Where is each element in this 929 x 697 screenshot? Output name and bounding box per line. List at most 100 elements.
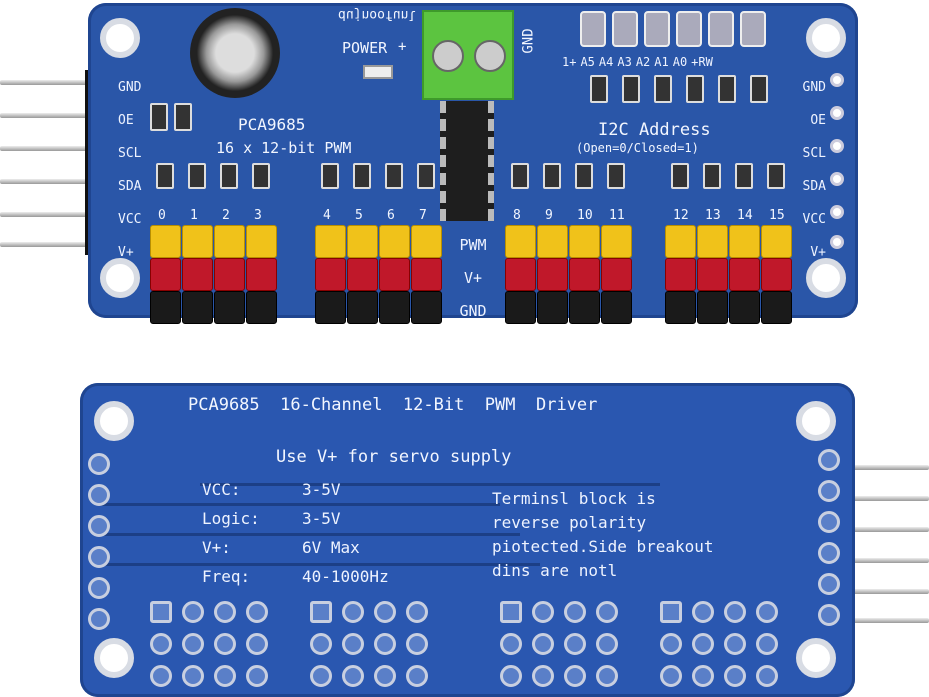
mount-hole bbox=[94, 638, 134, 678]
channel-3-vplus-pin[interactable] bbox=[246, 258, 277, 291]
channel-3-gnd-pin[interactable] bbox=[246, 291, 277, 324]
resistor bbox=[174, 103, 192, 131]
row-labels: PWM V+ GND bbox=[450, 229, 496, 328]
channel-number: 14 bbox=[737, 208, 753, 223]
servo-pad bbox=[246, 633, 268, 655]
channel-12-pwm-pin[interactable] bbox=[665, 225, 696, 258]
channel-12-vplus-pin[interactable] bbox=[665, 258, 696, 291]
top-pcb: dujnoofunl POWER + GND PCA9685 16 x 12-b… bbox=[88, 3, 858, 324]
channel-8-pwm-pin[interactable] bbox=[505, 225, 536, 258]
channel-1-gnd-pin[interactable] bbox=[182, 291, 213, 324]
channel-11-pwm-pin[interactable] bbox=[601, 225, 632, 258]
chip-desc: 16 x 12-bit PWM bbox=[216, 139, 352, 157]
pin-label: SCL bbox=[802, 146, 826, 161]
servo-pad bbox=[406, 601, 428, 623]
channel-7-pwm-pin[interactable] bbox=[411, 225, 442, 258]
channel-8-gnd-pin[interactable] bbox=[505, 291, 536, 324]
channel-3-pwm-pin[interactable] bbox=[246, 225, 277, 258]
resistor bbox=[735, 163, 753, 189]
channel-number: 0 bbox=[158, 208, 166, 223]
channel-14-gnd-pin[interactable] bbox=[729, 291, 760, 324]
mount-hole bbox=[806, 18, 846, 58]
pin-label: OE bbox=[810, 113, 826, 128]
channel-number: 7 bbox=[419, 208, 427, 223]
channel-2-vplus-pin[interactable] bbox=[214, 258, 245, 291]
servo-pad bbox=[756, 665, 778, 687]
channel-15-vplus-pin[interactable] bbox=[761, 258, 792, 291]
address-jumper[interactable] bbox=[612, 11, 638, 47]
channel-12-gnd-pin[interactable] bbox=[665, 291, 696, 324]
notice-line: piotected.Side breakout bbox=[492, 537, 714, 556]
servo-pad bbox=[374, 665, 396, 687]
channel-11-vplus-pin[interactable] bbox=[601, 258, 632, 291]
channel-6-pwm-pin[interactable] bbox=[379, 225, 410, 258]
address-jumper[interactable] bbox=[676, 11, 702, 47]
channel-8-vplus-pin[interactable] bbox=[505, 258, 536, 291]
resistor bbox=[417, 163, 435, 189]
channel-10-gnd-pin[interactable] bbox=[569, 291, 600, 324]
channel-4-vplus-pin[interactable] bbox=[315, 258, 346, 291]
breakout-pad bbox=[830, 139, 844, 153]
channel-14-pwm-pin[interactable] bbox=[729, 225, 760, 258]
address-label: A4 bbox=[598, 55, 614, 69]
channel-0-pwm-pin[interactable] bbox=[150, 225, 181, 258]
channel-13-gnd-pin[interactable] bbox=[697, 291, 728, 324]
channel-10-vplus-pin[interactable] bbox=[569, 258, 600, 291]
channel-number: 11 bbox=[609, 208, 625, 223]
servo-pad bbox=[692, 601, 714, 623]
capacitor bbox=[190, 8, 280, 98]
channel-7-gnd-pin[interactable] bbox=[411, 291, 442, 324]
header-pin bbox=[840, 527, 929, 532]
spec-label: V+: bbox=[202, 538, 231, 557]
channel-5-gnd-pin[interactable] bbox=[347, 291, 378, 324]
channel-14-vplus-pin[interactable] bbox=[729, 258, 760, 291]
channel-9-gnd-pin[interactable] bbox=[537, 291, 568, 324]
channel-11-gnd-pin[interactable] bbox=[601, 291, 632, 324]
right-pin-labels: GND OE SCL SDA VCC V+ bbox=[788, 71, 826, 269]
channel-15-gnd-pin[interactable] bbox=[761, 291, 792, 324]
channel-15-pwm-pin[interactable] bbox=[761, 225, 792, 258]
channel-13-vplus-pin[interactable] bbox=[697, 258, 728, 291]
header-pin bbox=[0, 146, 110, 151]
servo-pad bbox=[406, 665, 428, 687]
channel-7-vplus-pin[interactable] bbox=[411, 258, 442, 291]
channel-10-pwm-pin[interactable] bbox=[569, 225, 600, 258]
breakout-pad bbox=[88, 484, 110, 506]
channel-6-vplus-pin[interactable] bbox=[379, 258, 410, 291]
channel-9-pwm-pin[interactable] bbox=[537, 225, 568, 258]
mount-hole bbox=[94, 401, 134, 441]
power-label: POWER bbox=[342, 39, 388, 57]
breakout-pad bbox=[88, 453, 110, 475]
channel-1-pwm-pin[interactable] bbox=[182, 225, 213, 258]
channel-5-vplus-pin[interactable] bbox=[347, 258, 378, 291]
address-jumper[interactable] bbox=[708, 11, 734, 47]
resistor bbox=[150, 103, 168, 131]
address-jumper[interactable] bbox=[740, 11, 766, 47]
servo-pad bbox=[182, 633, 204, 655]
plus-label: + bbox=[398, 39, 407, 55]
channel-13-pwm-pin[interactable] bbox=[697, 225, 728, 258]
servo-pad bbox=[150, 633, 172, 655]
channel-4-pwm-pin[interactable] bbox=[315, 225, 346, 258]
channel-2-gnd-pin[interactable] bbox=[214, 291, 245, 324]
servo-pad bbox=[724, 665, 746, 687]
channel-1-vplus-pin[interactable] bbox=[182, 258, 213, 291]
servo-pad bbox=[756, 601, 778, 623]
channel-9-vplus-pin[interactable] bbox=[537, 258, 568, 291]
channel-5-pwm-pin[interactable] bbox=[347, 225, 378, 258]
resistor bbox=[750, 75, 768, 103]
channel-6-gnd-pin[interactable] bbox=[379, 291, 410, 324]
resistor bbox=[543, 163, 561, 189]
channel-0-gnd-pin[interactable] bbox=[150, 291, 181, 324]
header-pin bbox=[840, 558, 929, 563]
address-jumper[interactable] bbox=[580, 11, 606, 47]
servo-pad bbox=[406, 633, 428, 655]
channel-0-vplus-pin[interactable] bbox=[150, 258, 181, 291]
channel-number: 6 bbox=[387, 208, 395, 223]
breakout-pad bbox=[818, 480, 840, 502]
address-jumper[interactable] bbox=[644, 11, 670, 47]
breakout-pad bbox=[830, 205, 844, 219]
channel-2-pwm-pin[interactable] bbox=[214, 225, 245, 258]
channel-4-gnd-pin[interactable] bbox=[315, 291, 346, 324]
servo-pad bbox=[660, 601, 682, 623]
